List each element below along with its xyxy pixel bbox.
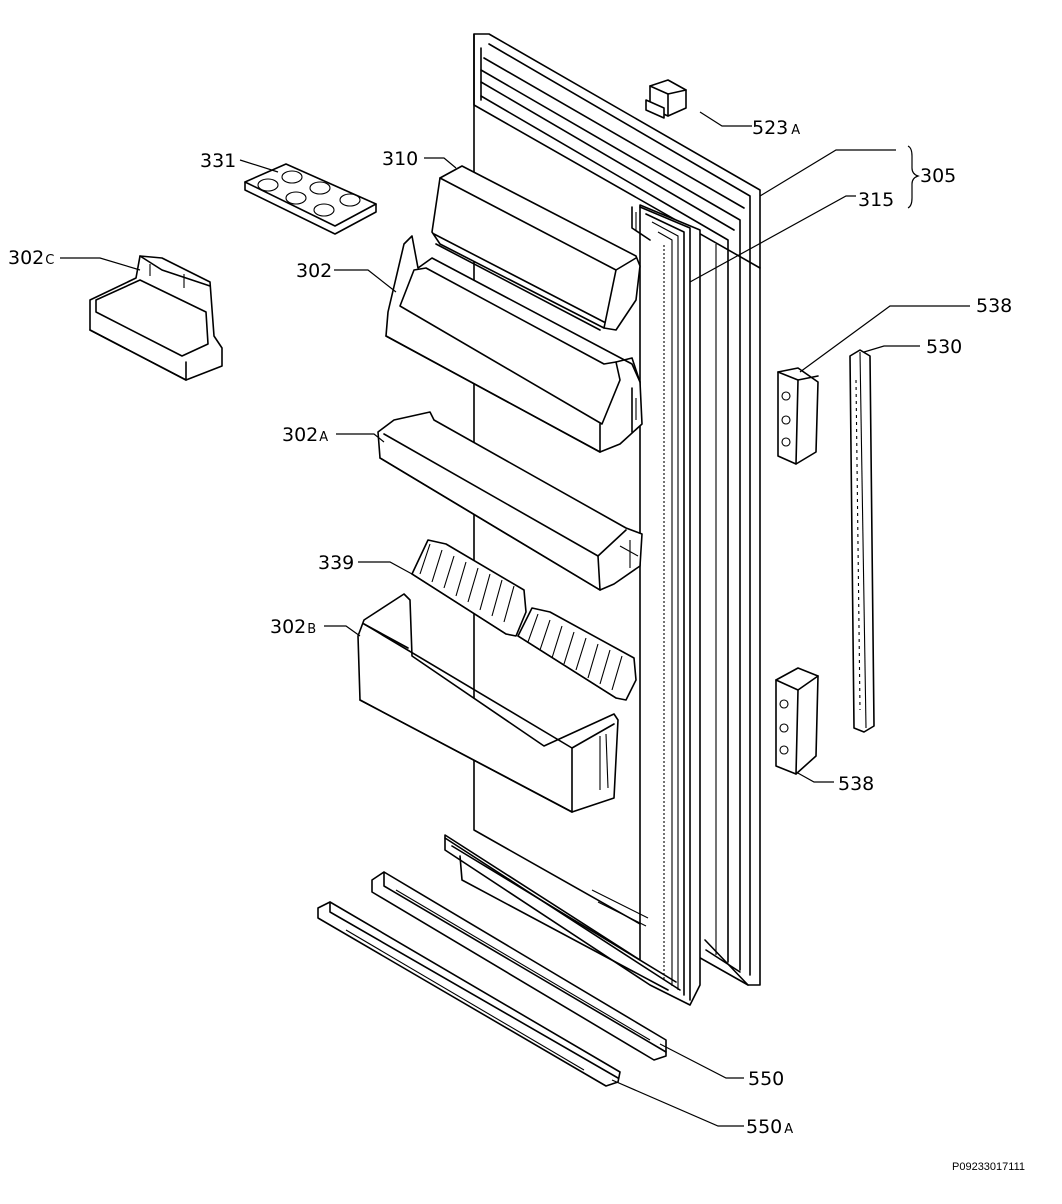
- label-538-upper: 538: [976, 295, 1012, 317]
- label-302a: 302A: [282, 424, 328, 446]
- part-538-hinge-block-lower: [775, 667, 819, 775]
- part-538-hinge-block-upper: [777, 367, 819, 465]
- label-310: 310: [382, 148, 418, 170]
- part-339-bottle-retainers: [411, 539, 637, 701]
- part-302-door-shelf: [385, 235, 643, 453]
- drawing-code: P09233017111: [952, 1161, 1025, 1173]
- part-302b-bottle-shelf: [357, 593, 619, 813]
- part-331-egg-tray: [244, 163, 377, 235]
- label-538-lower: 538: [838, 773, 874, 795]
- part-310-dairy-lid: [431, 165, 641, 331]
- part-523a-stop-block: [645, 79, 687, 119]
- label-550: 550: [748, 1068, 784, 1090]
- label-530: 530: [926, 336, 962, 358]
- leader-lines: [60, 111, 970, 1127]
- part-530-door-strip: [849, 349, 875, 733]
- part-550-rail: [371, 871, 667, 1061]
- part-302c-small-shelf: [89, 255, 223, 381]
- part-302a-door-shelf: [377, 411, 643, 591]
- label-302c: 302C: [8, 247, 54, 269]
- label-339: 339: [318, 552, 354, 574]
- label-305: 305: [920, 165, 956, 187]
- label-315: 315: [858, 189, 894, 211]
- door-inner-liner: [444, 204, 701, 1006]
- label-302: 302: [296, 260, 332, 282]
- label-331: 331: [200, 150, 236, 172]
- label-302b: 302B: [270, 616, 316, 638]
